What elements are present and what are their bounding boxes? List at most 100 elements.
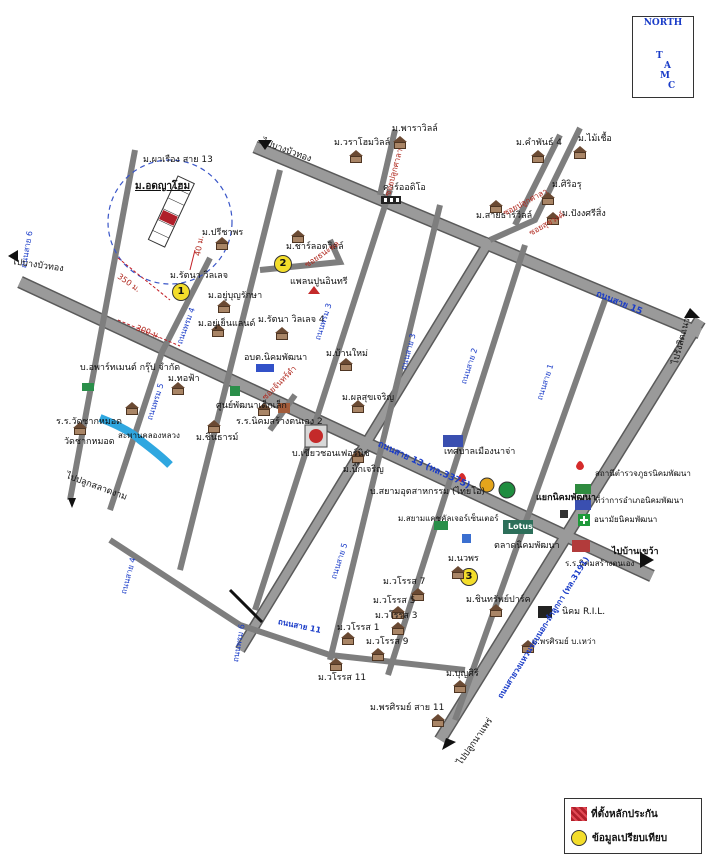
- rail-segment: [228, 588, 264, 624]
- place-label: ม.สายธาร์วิลล์: [476, 211, 533, 221]
- place-label: ม.อดญาโฮม: [135, 181, 191, 192]
- map-legend: ที่ตั้งหลักประกัน ข้อมูลเปรียบเทียบ: [564, 798, 702, 854]
- house-icon: [452, 680, 468, 693]
- place-label: บ.สยามอุตสาหกรรม (ไทยโอ): [370, 487, 485, 497]
- place-label: ม.พรศิรมย์ บ.เหว่า: [532, 637, 596, 646]
- place-label: ที่ว่าการอำเภอนิคมพัฒนา: [595, 496, 684, 505]
- place-label: เทศบาลเมืองนาจ่า: [444, 447, 516, 457]
- collateral-swatch: [571, 807, 587, 821]
- place-label: ม.วโรรส 3: [375, 611, 418, 621]
- house-icon: [392, 136, 408, 149]
- place-label: ม.บุญศิริ: [446, 669, 479, 679]
- house-icon: [340, 632, 356, 645]
- arrow-bottom: [442, 738, 456, 750]
- place-label: อนามัยนิคมพัฒนา: [594, 515, 658, 524]
- north-letter-a: A: [664, 61, 671, 71]
- place-label: คาร์ออดิโอ: [383, 183, 426, 193]
- house-icon: [348, 150, 364, 163]
- place-label: ม.ปรีชาพร: [202, 228, 244, 238]
- place-label: ม.คำพันธ์ 4: [516, 138, 563, 148]
- place-label: ม.นวพร: [448, 554, 479, 564]
- place-label: ม.ปังงศรีสิ่ง: [562, 209, 606, 219]
- place-label: ร.ร.นิคมสร้างตนเอง: [565, 559, 635, 568]
- place-label: ร.ร.วัดชากหมอด: [56, 417, 123, 427]
- place-label: บ.อพาร์ทเมนต์ กรุ๊ป จำกัด: [80, 363, 181, 373]
- place-label: สถานีตำรวจภูธรนิคมพัฒนา: [595, 469, 691, 478]
- arrow-bottom-left: [68, 498, 76, 508]
- road-sai1: [452, 298, 608, 722]
- arrow-right-mid: [640, 552, 654, 568]
- house-icon: [488, 604, 504, 617]
- place-label: ม.สยามแคชคัลเจอร์เซ็นเตอร์: [398, 514, 499, 523]
- road-soi-b: [512, 133, 563, 227]
- house-icon: [410, 588, 426, 601]
- place-label: ม.บ้านใหม่: [326, 349, 368, 359]
- house-icon: [450, 566, 466, 579]
- place-label: Lotus: [508, 522, 533, 531]
- house-icon: [72, 422, 88, 435]
- place-label: ม.วโรรส 5: [373, 596, 416, 606]
- arrow-right-top: [684, 308, 700, 318]
- place-label: บ.เขียวชอนเฟอร์นิช: [292, 449, 370, 459]
- place-label: ม.พาราวิลล์: [392, 124, 438, 134]
- comparable-swatch: [571, 830, 587, 846]
- place-label: สะพานคลองหลวง: [118, 431, 180, 440]
- arrow-left: [8, 250, 18, 262]
- place-label: ม.ชินทรัพย์ปาร์ค: [466, 595, 531, 605]
- place-label: ม.อยู่เย็นแลนด์: [198, 319, 256, 329]
- road-phet6: [67, 149, 138, 501]
- dim-line-350: [117, 257, 171, 301]
- house-icon: [206, 420, 222, 433]
- place-label: แยกนิคมพัฒนา: [536, 493, 596, 503]
- place-label: ศูนย์พัฒนาเด็กเล็ก: [216, 401, 287, 411]
- place-label: แพลนปูนอินทรี: [290, 277, 348, 287]
- house-icon: [170, 382, 186, 395]
- place-label: ม.ศิริอรุ: [552, 180, 582, 190]
- place-label: ม.ชินธารม์: [196, 433, 239, 443]
- house-icon: [540, 192, 556, 205]
- place-label: ตลาดนิคมพัฒนา: [494, 541, 560, 551]
- road-sai5: [252, 189, 393, 611]
- dim-line-300: [117, 319, 181, 347]
- house-icon: [350, 400, 366, 413]
- house-icon: [274, 327, 290, 340]
- place-label: ม.ผาเรือง สาย 13: [143, 155, 213, 165]
- house-icon: [210, 324, 226, 337]
- place-label: ม.วโรรส 7: [383, 577, 426, 587]
- place-label: ม.รัตนา วิลเลจ 4: [258, 315, 325, 325]
- legend-comparable-label: ข้อมูลเปรียบเทียบ: [592, 833, 668, 844]
- comparable-pin-1: 1: [172, 283, 190, 301]
- house-icon: [530, 150, 546, 163]
- house-icon: [430, 714, 446, 727]
- north-letter-t: T: [656, 51, 663, 61]
- dest-label: ไปบ้านเขว้า: [612, 547, 659, 557]
- dim-line-40: [189, 249, 196, 271]
- house-icon: [290, 230, 306, 243]
- house-icon: [370, 648, 386, 661]
- house-icon: [124, 402, 140, 415]
- north-letter-m: M: [660, 71, 670, 81]
- north-label: NORTH: [643, 18, 683, 28]
- road-soi-a: [488, 126, 583, 243]
- place-label: ม.ไม้เชื้อ: [578, 134, 612, 144]
- landmark-icons: [82, 196, 591, 618]
- house-icon: [328, 658, 344, 671]
- road-sai2: [385, 244, 528, 676]
- place-label: ม.ทอฟ้า: [168, 374, 200, 384]
- place-label: ม.บิ๊กเจริญ: [343, 465, 384, 475]
- north-indicator: NORTH T A M C: [632, 16, 694, 98]
- house-icon: [214, 237, 230, 250]
- house-icon: [216, 300, 232, 313]
- place-label: ม.พรศิรมย์ สาย 11: [370, 703, 445, 713]
- river: [98, 414, 173, 468]
- road-sai3: [327, 204, 443, 661]
- house-icon: [545, 212, 561, 225]
- place-label: ม.ชาร์ลอตวิลล์: [286, 242, 344, 252]
- legend-collateral-label: ที่ตั้งหลักประกัน: [591, 809, 658, 820]
- house-icon: [256, 403, 272, 416]
- place-label: ม.วโรรส 9: [366, 637, 409, 647]
- comparable-pin-2: 2: [274, 255, 292, 273]
- house-icon: [338, 358, 354, 371]
- road-soi-c: [377, 129, 398, 196]
